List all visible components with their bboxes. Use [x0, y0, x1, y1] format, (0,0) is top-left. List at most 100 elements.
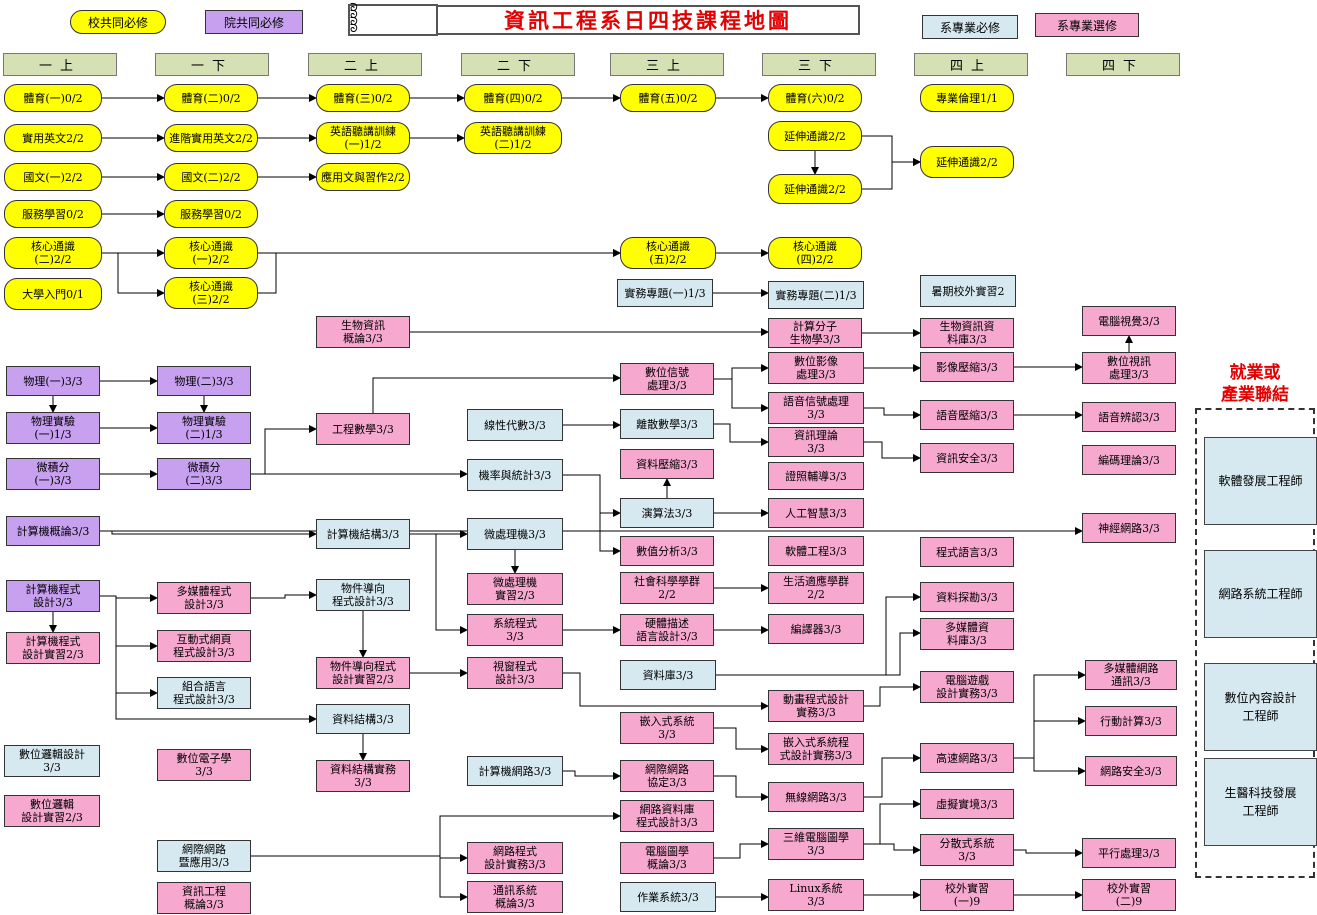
semester-header: 四下	[1066, 53, 1180, 76]
course-netdb: 網路資料庫 程式設計3/3	[620, 800, 714, 832]
course-write: 應用文與習作2/2	[316, 163, 410, 191]
connector	[714, 364, 769, 380]
course-cg: 電腦圖學 概論3/3	[620, 842, 714, 874]
course-os: 作業系統3/3	[620, 882, 716, 912]
career-job: 軟體發展工程師	[1204, 437, 1317, 525]
course-asm: 組合語言 程式設計3/3	[157, 677, 251, 709]
connector	[1014, 717, 1086, 759]
course-logiclab: 數位邏輯 設計實習2/3	[4, 795, 100, 827]
connector	[862, 158, 921, 190]
course-phy1: 物理(一)3/3	[6, 366, 100, 396]
course-ext2: 延伸通識2/2	[920, 146, 1014, 178]
connector	[563, 474, 621, 517]
course-cv: 電腦視覺3/3	[1082, 306, 1176, 336]
course-parallel: 平行處理3/3	[1082, 838, 1176, 868]
connector	[563, 474, 621, 555]
course-proglab: 計算機程式 設計實習2/3	[6, 632, 100, 664]
connector	[862, 135, 921, 166]
legend-college-required: 院共同必修	[205, 10, 303, 34]
course-infosec: 資訊安全3/3	[920, 443, 1014, 473]
course-embedded: 嵌入式系統 3/3	[620, 712, 714, 744]
course-pe6: 體育(六)0/2	[768, 84, 862, 112]
course-digelec: 數位電子學 3/3	[157, 749, 251, 781]
course-intro: 大學入門0/1	[4, 278, 102, 310]
connector	[864, 441, 921, 462]
course-ext1: 延伸通識2/2	[768, 121, 862, 151]
course-life: 生活適應學群 2/2	[768, 572, 864, 604]
connector	[714, 840, 769, 859]
course-mining: 資料探勘3/3	[920, 582, 1014, 612]
connector	[258, 249, 621, 294]
course-intern_s: 暑期校外實習2	[920, 275, 1016, 307]
page-title: 資訊工程系日四技課程地圖	[436, 5, 860, 35]
connector	[100, 595, 158, 697]
course-compiler: 編譯器3/3	[768, 614, 864, 644]
notebook-spiral-icon	[348, 4, 438, 36]
course-microlab: 微處理機 實習2/3	[467, 573, 563, 605]
course-core5: 核心通識 (五)2/2	[620, 237, 716, 269]
course-inet: 網際網路 暨應用3/3	[157, 840, 251, 872]
course-svc1: 服務學習0/2	[4, 200, 102, 228]
connector	[864, 800, 921, 845]
course-netsec: 網路安全3/3	[1085, 756, 1177, 786]
course-nn: 神經網路3/3	[1082, 513, 1176, 543]
semester-header: 三下	[762, 53, 876, 76]
course-csintro: 資訊工程 概論3/3	[157, 882, 251, 914]
course-prog: 計算機程式 設計3/3	[6, 580, 100, 612]
course-svc2: 服務學習0/2	[164, 200, 258, 228]
course-engmath: 工程數學3/3	[316, 413, 410, 445]
semester-header: 一下	[155, 53, 269, 76]
course-mmnet: 多媒體網路 通訊3/3	[1085, 660, 1177, 690]
course-dslab: 資料結構實務 3/3	[316, 760, 410, 792]
course-extintern2: 校外實習 (二)9	[1082, 879, 1176, 911]
course-pe3: 體育(三)0/2	[316, 84, 410, 112]
course-eng2: 進階實用英文2/2	[164, 124, 258, 152]
connector	[1014, 671, 1086, 759]
course-speech: 語音信號處理 3/3	[768, 392, 864, 424]
semester-header: 二上	[308, 53, 422, 76]
career-job: 網路系統工程師	[1204, 550, 1317, 638]
connector	[251, 425, 317, 475]
course-pe4: 體育(四)0/2	[464, 84, 562, 112]
course-phylab2: 物理實驗 (二)1/3	[157, 412, 251, 444]
course-ethics: 專業倫理1/1	[920, 84, 1014, 112]
connector	[714, 423, 769, 446]
course-proj1: 實務專題(一)1/3	[617, 279, 713, 307]
legend-dept-required: 系專業必修	[922, 15, 1018, 39]
course-phylab1: 物理實驗 (一)1/3	[6, 412, 100, 444]
connector	[864, 754, 921, 798]
course-plang: 程式語言3/3	[920, 537, 1014, 567]
legend-dept-elective: 系專業選修	[1035, 13, 1139, 37]
course-algo: 演算法3/3	[620, 498, 714, 528]
semester-header: 四上	[914, 53, 1028, 76]
course-imgcomp: 影像壓縮3/3	[920, 352, 1014, 382]
course-listen2: 英語聽講訓練 (二)1/2	[464, 122, 562, 154]
course-mmdb: 多媒體資 料庫3/3	[920, 618, 1014, 650]
legend-school-required: 校共同必修	[70, 10, 166, 34]
career-box	[1195, 408, 1315, 878]
course-game: 電腦遊戲 設計實務3/3	[920, 671, 1014, 703]
course-protocol: 網際網路 協定3/3	[620, 760, 714, 792]
course-core1: 核心通識 (一)2/2	[164, 237, 258, 269]
course-oop: 物件導向 程式設計3/3	[316, 579, 410, 611]
course-web: 互動式網頁 程式設計3/3	[157, 630, 251, 662]
connector	[563, 672, 769, 710]
connector	[410, 533, 468, 634]
course-social: 社會科學學群 2/2	[620, 572, 714, 604]
connector	[1014, 849, 1083, 857]
course-pe1: 體育(一)0/2	[4, 84, 102, 112]
course-bioinfo: 生物資訊 概論3/3	[316, 316, 410, 348]
course-cert: 證照輔導3/3	[768, 462, 864, 490]
course-dip: 數位影像 處理3/3	[768, 352, 864, 384]
course-calc2: 微積分 (二)3/3	[157, 458, 251, 490]
course-infotheory: 資訊理論 3/3	[768, 427, 864, 457]
course-dsp: 數位信號 處理3/3	[620, 363, 714, 395]
course-dvideo: 數位視訊 處理3/3	[1082, 352, 1176, 384]
course-prob: 機率與統計3/3	[467, 459, 563, 491]
semester-header: 一上	[3, 53, 117, 76]
course-wireless: 無線網路3/3	[768, 782, 864, 812]
course-ai: 人工智慧3/3	[768, 498, 864, 528]
course-extintern1: 校外實習 (一)9	[920, 879, 1014, 911]
